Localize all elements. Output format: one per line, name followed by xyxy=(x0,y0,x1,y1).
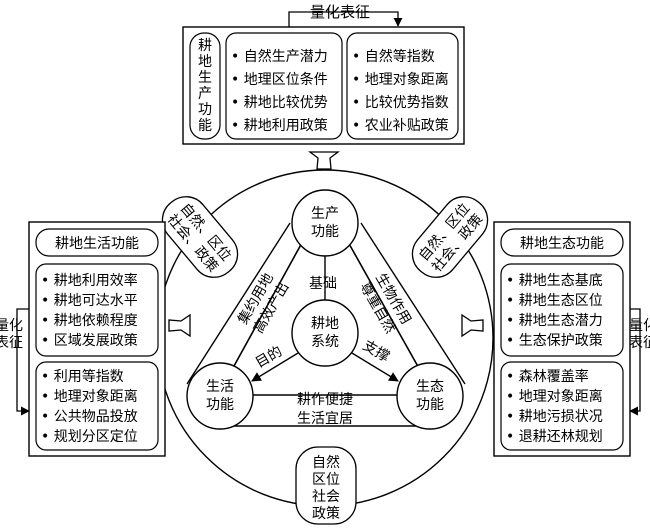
ecology-factors-list: • 耕地生态基底 • 耕地生态区位 • 耕地生态潜力 • 生态保护政策 xyxy=(506,272,603,349)
label-line: 耕作便捷 xyxy=(297,391,353,408)
list-item: • 耕地依赖程度 xyxy=(41,312,138,329)
edge-bottom-label: 耕作便捷生活宜居 xyxy=(297,391,353,427)
living-title: 耕地生活功能 xyxy=(55,235,139,252)
title-char: 能 xyxy=(198,118,212,134)
label-line: 表征 xyxy=(0,335,23,351)
driver-upper-right: 自然、区位社会、政策 xyxy=(411,196,489,278)
list-item: • 耕地比较优势 xyxy=(231,94,328,111)
ecology-block xyxy=(493,221,631,457)
quantify-arrow-top xyxy=(288,11,403,27)
list-item: • 规划分区定位 xyxy=(41,429,138,445)
list-item: • 利用等指数 xyxy=(41,368,124,385)
list-item: • 自然等指数 xyxy=(352,48,435,65)
triangle-outer-left xyxy=(186,222,291,385)
living-hollow-arrow xyxy=(168,313,191,338)
list-item: • 退耕还林规划 xyxy=(506,428,603,445)
label-line: 自然 xyxy=(312,454,340,471)
driver-upper-left: 自然、区位社会、政策 xyxy=(161,196,239,278)
edge-right-label: 生物作用尊重自然 xyxy=(356,271,413,336)
list-item: • 耕地生态潜力 xyxy=(506,312,603,329)
production-indicators-box xyxy=(346,32,459,140)
label-line: 社会 xyxy=(312,489,340,505)
list-item: • 地理对象距离 xyxy=(352,71,449,88)
list-item: • 地理对象距离 xyxy=(506,388,603,405)
label-line: 政策 xyxy=(312,505,340,522)
title-char: 生 xyxy=(198,70,212,86)
list-item: • 公共物品投放 xyxy=(41,409,138,425)
list-item: • 耕地污损状况 xyxy=(506,408,603,425)
production-indicators-list: • 自然等指数 • 地理对象距离 • 比较优势指数 • 农业补贴政策 xyxy=(352,48,449,134)
ecology-indicators-list: • 森林覆盖率 • 地理对象距离 • 耕地污损状况 • 退耕还林规划 xyxy=(506,368,603,445)
list-item: • 森林覆盖率 xyxy=(506,368,589,385)
list-item: • 耕地利用效率 xyxy=(41,272,138,289)
quantify-label-left: 量化表征 xyxy=(0,318,23,351)
ecology-title: 耕地生态功能 xyxy=(520,235,604,252)
driver-bottom xyxy=(295,446,357,525)
list-item: • 区域发展政策 xyxy=(41,332,138,349)
node-center-label: 耕地系统 xyxy=(311,315,339,350)
quantify-label-right: 量化表征 xyxy=(629,318,650,351)
node-production xyxy=(291,189,359,257)
list-item: • 地理区位条件 xyxy=(231,71,328,88)
title-char: 地 xyxy=(198,54,212,70)
production-factors-list: • 自然生产潜力 • 地理区位条件 • 耕地比较优势 • 耕地利用政策 xyxy=(231,48,328,134)
function-triangle xyxy=(216,199,436,396)
list-item: • 生态保护政策 xyxy=(506,332,603,349)
quantify-arrow-right xyxy=(629,308,641,416)
list-item: • 耕地可达水平 xyxy=(41,292,138,309)
list-item: • 自然生产潜力 xyxy=(231,48,328,65)
title-char: 功 xyxy=(198,102,212,118)
node-living xyxy=(186,362,254,430)
production-block xyxy=(182,26,465,145)
label-line: 系统 xyxy=(311,334,339,350)
living-indicators-list: • 利用等指数 • 地理对象距离 • 公共物品投放 • 规划分区定位 xyxy=(41,368,138,445)
list-item: • 耕地生态基底 xyxy=(506,272,603,289)
label-line: 耕地 xyxy=(311,315,339,332)
driver-bottom-text: 自然区位社会政策 xyxy=(312,454,340,522)
production-hollow-arrow xyxy=(308,151,340,170)
node-production-label: 生产功能 xyxy=(311,206,339,240)
label-line: 生活 xyxy=(206,379,234,395)
spoke-left-label: 目的 xyxy=(253,344,285,372)
ecology-hollow-arrow xyxy=(461,313,484,338)
label-line: 功能 xyxy=(206,397,234,413)
spoke-left-arrow xyxy=(251,349,304,382)
list-item: • 比较优势指数 xyxy=(352,95,449,111)
list-item: • 耕地生态区位 xyxy=(506,292,603,309)
label-line: 量化 xyxy=(629,318,650,334)
title-char: 产 xyxy=(198,86,212,102)
production-title: 耕地生产功能 xyxy=(198,37,212,134)
edge-left-label: 集约用地高效产出 xyxy=(234,270,292,336)
node-ecology xyxy=(396,362,464,430)
label-line: 功能 xyxy=(311,224,339,240)
spoke-top-label: 基础 xyxy=(309,275,337,292)
node-center xyxy=(291,299,359,367)
spoke-right-arrow xyxy=(346,349,399,382)
node-ecology-label: 生态功能 xyxy=(416,379,444,413)
label-line: 生产 xyxy=(311,206,339,222)
label-line: 表征 xyxy=(629,335,650,351)
label-line: 功能 xyxy=(416,397,444,413)
triangle-outer-right xyxy=(360,222,466,385)
label-line: 量化 xyxy=(0,318,23,334)
list-item: • 耕地利用政策 xyxy=(231,117,328,134)
production-title-capsule xyxy=(189,32,221,140)
living-factors-list: • 耕地利用效率 • 耕地可达水平 • 耕地依赖程度 • 区域发展政策 xyxy=(41,272,138,349)
quantify-arrow-left xyxy=(16,308,30,416)
living-block xyxy=(28,221,166,457)
label-line: 生态 xyxy=(416,379,444,395)
list-item: • 农业补贴政策 xyxy=(352,117,449,134)
title-char: 耕 xyxy=(198,37,212,54)
label-line: 区位 xyxy=(312,472,340,488)
node-living-label: 生活功能 xyxy=(206,379,234,413)
production-factors-box xyxy=(225,32,343,140)
list-item: • 地理对象距离 xyxy=(41,388,138,405)
label-line: 生活宜居 xyxy=(297,411,353,427)
